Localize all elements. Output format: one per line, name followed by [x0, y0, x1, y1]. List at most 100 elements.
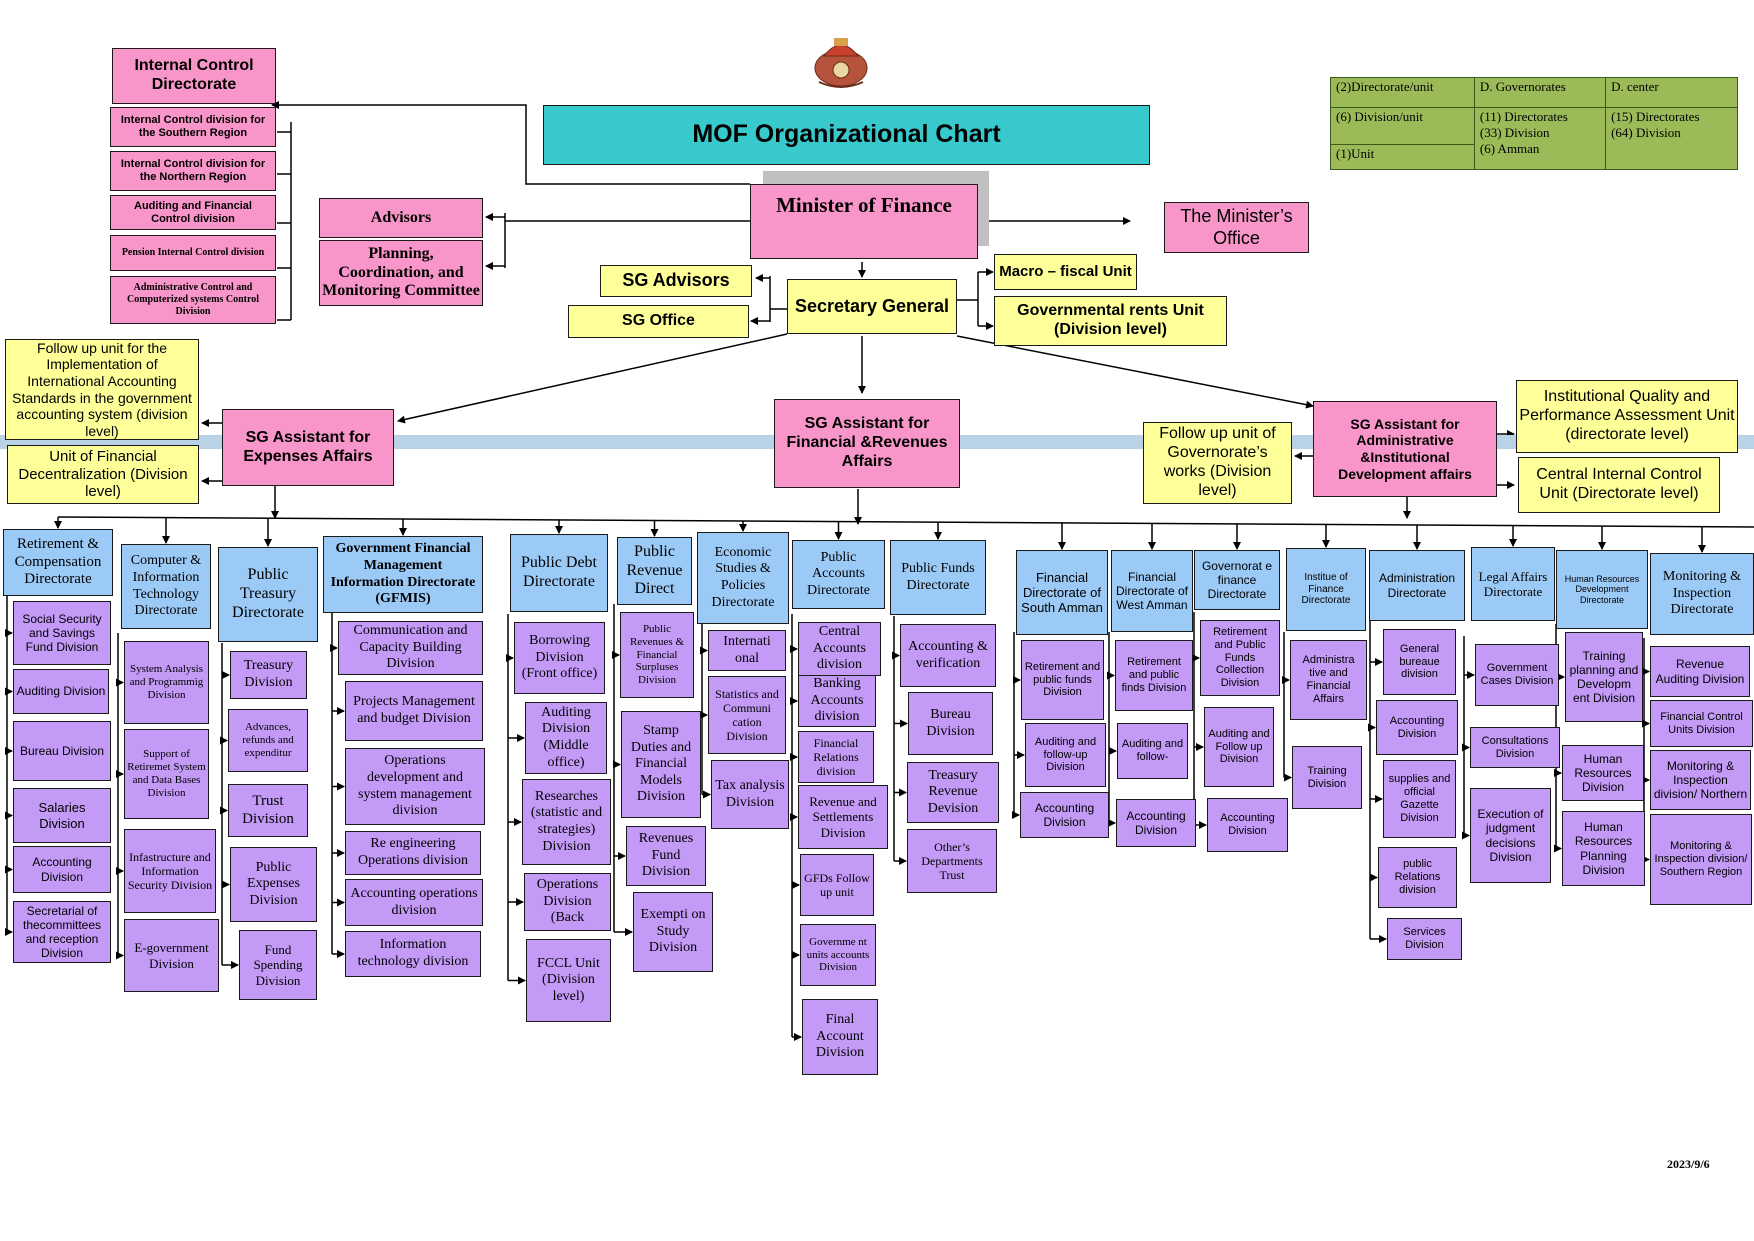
legend-line: (6) Amman: [1479, 141, 1540, 156]
computer-it-division-box: System Analysis and Programmig Division: [124, 641, 209, 724]
accounts-division-box: Banking Accounts division: [798, 675, 876, 727]
monitoring-inspection-directorate-box: Monitoring & Inspection Directorate: [1650, 553, 1754, 635]
gfmis-division-box: Operations development and system manage…: [345, 748, 485, 825]
public-funds-directorate-box: Public Funds Directorate: [890, 540, 986, 615]
retirement-directorate-box: Retirement & Compensation Directorate: [3, 529, 113, 596]
south-amman-division-box: Accounting Division: [1020, 792, 1109, 838]
treasury-division-box: Public Expenses Division: [230, 847, 317, 922]
governorate-works-unit-box: Follow up unit of Governorate’s works (D…: [1143, 422, 1292, 504]
monitoring-division-box: Monitoring & Inspection division/ Northe…: [1650, 750, 1751, 810]
debt-division-box: Borrowing Division (Front office): [514, 622, 605, 694]
hr-division-box: Human Resources Division: [1562, 745, 1644, 801]
sg-assistant-expenses-box: SG Assistant for Expenses Affairs: [222, 409, 394, 486]
economic-division-box: Statistics and Communi cation Division: [708, 676, 786, 754]
retirement-division-box: Accounting Division: [13, 846, 111, 893]
central-internal-control-unit-box: Central Internal Control Unit (Directora…: [1518, 457, 1720, 513]
internal-control-division-box: Pension Internal Control division: [110, 235, 276, 271]
legend-cell: D. center: [1605, 77, 1738, 108]
gfmis-division-box: Information technology division: [345, 931, 481, 977]
macro-fiscal-unit-box: Macro – fiscal Unit: [994, 254, 1137, 290]
west-amman-directorate-box: Financial Directorate of West Amman: [1111, 550, 1193, 632]
funds-division-box: Accounting & verification: [900, 624, 996, 687]
treasury-division-box: Fund Spending Division: [239, 930, 317, 1000]
accounts-division-box: Central Accounts division: [798, 622, 881, 676]
institute-of-finance-directorate-box: Institue of Finance Directorate: [1286, 548, 1366, 631]
legend-line: (64) Division: [1611, 125, 1681, 140]
administration-division-box: General bureaue division: [1383, 629, 1456, 695]
public-accounts-directorate-box: Public Accounts Directorate: [792, 540, 885, 609]
administration-division-box: Services Division: [1387, 918, 1462, 960]
south-amman-division-box: Auditing and follow-up Division: [1025, 723, 1106, 787]
funds-division-box: Bureau Division: [908, 692, 993, 755]
gfmis-division-box: Projects Management and budget Division: [345, 681, 483, 741]
economic-studies-directorate-box: Economic Studies & Policies Directorate: [697, 532, 789, 624]
monitoring-division-box: Financial Control Units Division: [1650, 700, 1753, 747]
revenue-division-box: Public Revenues & Financial Surpluses Di…: [620, 612, 694, 698]
internal-control-division-box: Internal Control division for the Southe…: [110, 107, 276, 147]
chart-date: 2023/9/6: [1667, 1157, 1710, 1171]
hr-development-directorate-box: Human Resources Development Directorate: [1556, 550, 1648, 629]
gfmis-division-box: Accounting operations division: [345, 879, 483, 926]
legend-cell: D. Governorates: [1473, 77, 1607, 108]
public-revenue-directorate-box: Public Revenue Direct: [617, 537, 692, 605]
legend-table: (2)Directorate/unit D. Governorates D. c…: [1330, 77, 1738, 170]
secretary-general-box: Secretary General: [787, 279, 957, 334]
treasury-division-box: Treasury Division: [230, 651, 307, 699]
ministers-office-box: The Minister’s Office: [1164, 202, 1309, 253]
gfmis-division-box: Communication and Capacity Building Divi…: [338, 621, 483, 675]
treasury-division-box: Advances, refunds and expenditur: [228, 709, 308, 772]
hr-division-box: Human Resources Planning Division: [1562, 811, 1645, 886]
minister-of-finance-box: Minister of Finance: [750, 184, 978, 259]
administration-directorate-box: Administration Directorate: [1369, 550, 1465, 621]
public-treasury-directorate-box: Public Treasury Directorate: [218, 547, 318, 642]
retirement-division-box: Salaries Division: [13, 788, 111, 843]
computer-it-division-box: E-government Division: [124, 919, 219, 992]
accounts-division-box: GFDs Follow up unit: [800, 854, 874, 916]
governorate-finance-directorate-box: Governorat e finance Directorate: [1194, 550, 1280, 610]
economic-division-box: Internati onal: [708, 630, 786, 671]
legend-line: (11) Directorates: [1479, 109, 1568, 124]
computer-it-directorate-box: Computer & Information Technology Direct…: [121, 544, 211, 629]
treasury-division-box: Trust Division: [228, 784, 308, 837]
retirement-division-box: Secretarial of thecommittees and recepti…: [13, 901, 111, 963]
page-title: MOF Organizational Chart: [543, 105, 1150, 165]
gfmis-division-box: Re engineering Operations division: [345, 831, 481, 875]
sg-assistant-revenues-box: SG Assistant for Financial &Revenues Aff…: [774, 399, 960, 488]
monitoring-division-box: Monitoring & Inspection division/ Southe…: [1650, 814, 1752, 905]
retirement-division-box: Social Security and Savings Fund Divisio…: [13, 601, 111, 665]
sg-advisors-box: SG Advisors: [600, 265, 752, 297]
funds-division-box: Treasury Revenue Devision: [907, 762, 999, 823]
legal-division-box: Government Cases Division: [1475, 644, 1559, 706]
administration-division-box: public Relations division: [1378, 847, 1457, 908]
institute-division-box: Administra tive and Financial Affairs: [1290, 640, 1367, 720]
internal-control-division-box: Auditing and Financial Control division: [110, 195, 276, 230]
legal-affairs-directorate-box: Legal Affairs Directorate: [1471, 547, 1555, 621]
debt-division-box: Researches (statistic and strategies) Di…: [522, 779, 611, 865]
south-amman-division-box: Retirement and public funds Division: [1021, 640, 1104, 720]
administration-division-box: supplies and official Gazette Division: [1383, 760, 1456, 838]
jordan-emblem-icon: [814, 38, 868, 88]
debt-division-box: Operations Division (Back: [524, 873, 611, 931]
legend-line: (33) Division: [1479, 125, 1550, 140]
legend-cell: (6) Division/unit: [1331, 108, 1474, 145]
governorate-division-box: Auditing and Follow up Division: [1204, 707, 1274, 787]
debt-division-box: Auditing Division (Middle office): [525, 702, 607, 774]
funds-division-box: Other’s Departments Trust: [907, 829, 997, 893]
legal-division-box: Execution of judgment decisions Division: [1470, 788, 1551, 883]
legal-division-box: Consultations Division: [1470, 727, 1560, 768]
advisors-box: Advisors: [319, 198, 483, 238]
accounts-division-box: Revenue and Settlements Division: [798, 785, 888, 849]
sg-office-box: SG Office: [568, 305, 749, 338]
administration-division-box: Accounting Division: [1376, 700, 1458, 755]
revenue-division-box: Exempti on Study Division: [633, 892, 713, 972]
governorate-division-box: Accounting Division: [1207, 798, 1288, 852]
financial-decentralization-unit-box: Unit of Financial Decentralization (Divi…: [7, 445, 199, 504]
retirement-division-box: Auditing Division: [13, 669, 109, 714]
debt-division-box: FCCL Unit (Division level): [526, 939, 611, 1022]
institute-division-box: Training Division: [1292, 746, 1362, 809]
west-amman-division-box: Auditing and follow-: [1117, 723, 1188, 779]
accounts-division-box: Final Account Division: [802, 999, 878, 1075]
internal-control-division-box: Internal Control division for the Northe…: [110, 151, 276, 191]
economic-division-box: Tax analysis Division: [711, 760, 789, 829]
